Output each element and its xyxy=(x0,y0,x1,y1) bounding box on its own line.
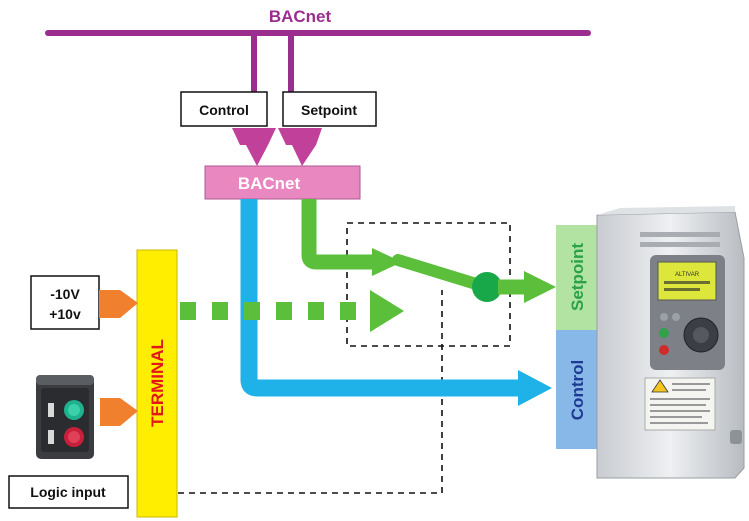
setpoint-funnel-arrow xyxy=(278,128,322,166)
bacnet-module-label: BACnet xyxy=(238,174,301,193)
analog-dash-6 xyxy=(340,302,356,320)
analog-dash-1 xyxy=(180,302,196,320)
variable-speed-drive: ALTIVAR xyxy=(596,206,745,479)
push-button-station xyxy=(36,375,94,459)
analog-input-orange-arrow xyxy=(99,290,138,318)
control-input-label: Control xyxy=(199,102,249,118)
blue-control-arrowhead xyxy=(518,370,552,406)
green-drive-arrowhead xyxy=(524,271,556,303)
logic-input-orange-arrow xyxy=(100,398,138,426)
analog-dash-3 xyxy=(244,302,260,320)
green-switch-line xyxy=(392,254,492,293)
control-input-box xyxy=(180,91,268,127)
green-setpoint-arrowhead xyxy=(372,248,402,276)
logic-input-label: Logic input xyxy=(30,484,106,500)
logic-input-box xyxy=(8,475,129,509)
drive-brand-text: ALTIVAR xyxy=(675,272,700,278)
analog-dash-5 xyxy=(308,302,324,320)
terminal-label: TERMINAL xyxy=(148,339,167,427)
blue-control-flow xyxy=(240,199,520,397)
junction-dot xyxy=(472,272,502,302)
drive-control-label: Control xyxy=(568,360,587,420)
analog-dash-4 xyxy=(276,302,292,320)
green-setpoint-flow xyxy=(301,199,372,270)
bus-label: BACnet xyxy=(269,7,332,26)
logic-input-dashed-path xyxy=(178,290,443,494)
bacnet-module xyxy=(204,165,361,200)
drive-control-box xyxy=(556,330,597,449)
analog-input-line2: +10v xyxy=(49,306,81,322)
terminal-block xyxy=(136,249,178,518)
analog-arrowhead xyxy=(370,290,404,332)
analog-dash-2 xyxy=(212,302,228,320)
setpoint-input-label: Setpoint xyxy=(301,102,357,118)
analog-input-line1: -10V xyxy=(50,286,80,302)
drive-setpoint-box xyxy=(556,225,597,330)
setpoint-input-box xyxy=(282,91,377,127)
drive-setpoint-label: Setpoint xyxy=(568,243,587,311)
control-funnel-arrow xyxy=(232,128,276,166)
